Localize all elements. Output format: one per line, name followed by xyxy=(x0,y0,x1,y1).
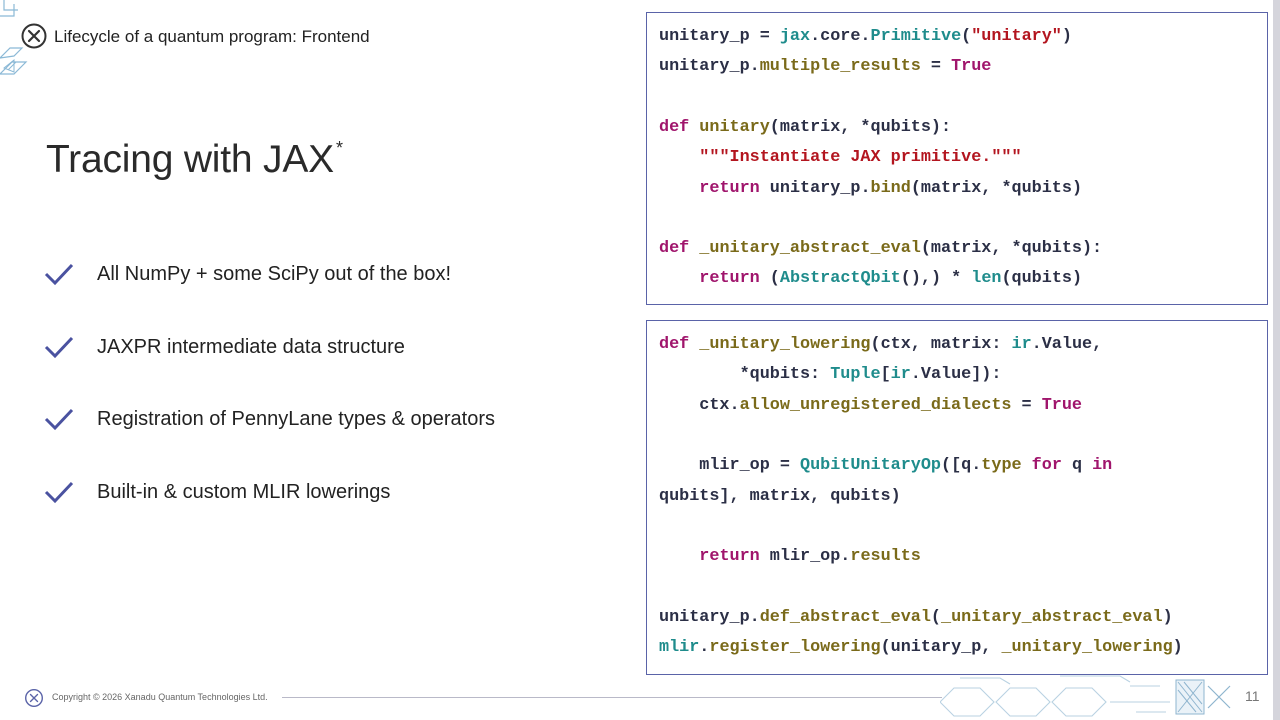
bullet-item: JAXPR intermediate data structure xyxy=(44,332,405,362)
code-line: def unitary(matrix, *qubits): xyxy=(659,117,952,137)
page-number: 11 xyxy=(1245,688,1260,704)
code-line: ctx.allow_unregistered_dialects = True xyxy=(659,395,1082,415)
copyright-text: Copyright © 2026 Xanadu Quantum Technolo… xyxy=(52,692,268,702)
code-line: unitary_p.multiple_results = True xyxy=(659,57,992,77)
bullet-item: Built-in & custom MLIR lowerings xyxy=(44,477,390,507)
circuit-decoration-icon xyxy=(0,0,28,75)
code-line: return (AbstractQbit(),) * len(qubits) xyxy=(699,269,1083,289)
code-line: qubits], matrix, qubits) xyxy=(659,486,901,506)
bullet-text: All NumPy + some SciPy out of the box! xyxy=(97,262,452,285)
title-footnote-mark: * xyxy=(335,138,343,158)
code-line: unitary_p = jax.core.Primitive("unitary"… xyxy=(659,27,1072,46)
code-line: return mlir_op.results xyxy=(699,547,921,567)
code-block-lowering: def _unitary_lowering(ctx, matrix: ir.Va… xyxy=(646,320,1268,675)
slide-title-text: Tracing with JAX xyxy=(46,138,334,181)
bullet-text: JAXPR intermediate data structure xyxy=(97,335,405,358)
code-line: mlir.register_lowering(unitary_p, _unita… xyxy=(659,638,1183,657)
slide-title: Tracing with JAX* xyxy=(46,138,343,182)
checkmark-icon xyxy=(44,263,74,286)
code-line: *qubits: Tuple[ir.Value]): xyxy=(659,365,1002,385)
checkmark-icon xyxy=(44,336,74,359)
code-line: mlir_op = QubitUnitaryOp([q.type for q i… xyxy=(659,456,1113,476)
code-block-primitive: unitary_p = jax.core.Primitive("unitary"… xyxy=(646,12,1268,305)
footer-divider xyxy=(282,697,942,698)
xanadu-logo-icon xyxy=(21,23,47,49)
checkmark-icon xyxy=(44,408,74,431)
header-title: Lifecycle of a quantum program: Frontend xyxy=(54,27,370,46)
circuit-footer-decoration-icon xyxy=(940,675,1231,717)
bullet-item: All NumPy + some SciPy out of the box! xyxy=(44,259,451,289)
code-line: def _unitary_abstract_eval(matrix, *qubi… xyxy=(659,239,1103,259)
xanadu-footer-logo-icon xyxy=(24,688,44,708)
checkmark-icon xyxy=(44,481,74,504)
code-line: unitary_p.def_abstract_eval(_unitary_abs… xyxy=(659,607,1173,627)
bullet-text: Built-in & custom MLIR lowerings xyxy=(97,480,391,503)
bullet-item: Registration of PennyLane types & operat… xyxy=(44,404,495,434)
bullet-text: Registration of PennyLane types & operat… xyxy=(97,407,496,430)
scroll-edge xyxy=(1273,0,1280,720)
code-line: return unitary_p.bind(matrix, *qubits) xyxy=(699,178,1083,198)
code-line: """Instantiate JAX primitive.""" xyxy=(699,148,1022,168)
code-line: def _unitary_lowering(ctx, matrix: ir.Va… xyxy=(659,335,1103,354)
